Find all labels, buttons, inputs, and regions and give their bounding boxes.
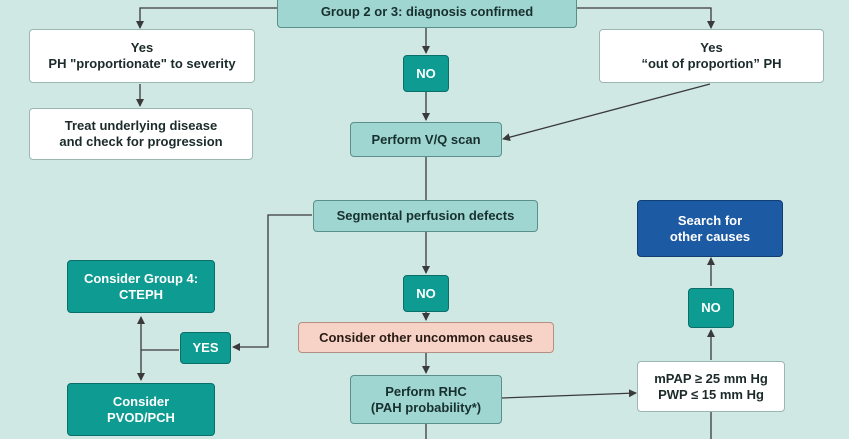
search-other-causes-line1: Search for	[677, 212, 743, 228]
yes-out-of-proportion-box: Yes “out of proportion” PH	[599, 29, 824, 83]
pwp-criterion-text: PWP ≤ 15 mm Hg	[658, 386, 764, 402]
consider-group4-line1: Consider Group 4:	[83, 270, 199, 286]
yes-badge-text: YES	[192, 340, 219, 356]
perform-rhc-box: Perform RHC (PAH probability*)	[350, 375, 502, 424]
perform-vq-scan-box: Perform V/Q scan	[350, 122, 502, 157]
treat-underlying-disease-line1: Treat underlying disease	[64, 118, 218, 134]
no-badge-diagnosis: NO	[403, 55, 449, 92]
perform-rhc-line1: Perform RHC	[385, 383, 467, 399]
consider-uncommon-causes-text: Consider other uncommon causes	[319, 329, 533, 345]
no-badge-segmental: NO	[403, 275, 449, 312]
no-badge-mpap-text: NO	[701, 300, 721, 316]
search-other-causes-box: Search for other causes	[637, 200, 783, 257]
yes-proportionate-box: Yes PH "proportionate" to severity	[29, 29, 255, 83]
consider-pvod-line2: PVOD/PCH	[107, 409, 175, 425]
consider-group4-cteph-box: Consider Group 4: CTEPH	[67, 260, 215, 313]
perform-vq-scan-text: Perform V/Q scan	[371, 131, 481, 147]
yes-out-of-proportion-label: Yes	[700, 40, 723, 56]
consider-uncommon-causes-box: Consider other uncommon causes	[298, 322, 554, 353]
segmental-perfusion-defects-text: Segmental perfusion defects	[336, 208, 515, 224]
search-other-causes-line2: other causes	[669, 228, 751, 244]
arrow-diagnosis-to-out-of-proportion	[577, 7, 715, 29]
yes-proportionate-text: PH "proportionate" to severity	[48, 56, 236, 71]
consider-group4-line2: CTEPH	[118, 286, 164, 302]
arrow-out-of-proportion-to-vq	[502, 83, 711, 142]
arrow-segmental-to-yes	[232, 214, 312, 351]
consider-pvod-pch-box: Consider PVOD/PCH	[67, 383, 215, 436]
arrow-diagnosis-to-proportionate	[136, 7, 277, 29]
mpap-pwp-criteria-box: mPAP ≥ 25 mm Hg PWP ≤ 15 mm Hg	[637, 361, 785, 412]
treat-underlying-disease-line2: and check for progression	[59, 134, 223, 149]
treat-underlying-disease-box: Treat underlying disease and check for p…	[29, 108, 253, 160]
yes-out-of-proportion-text: “out of proportion” PH	[641, 56, 782, 71]
no-badge-diagnosis-text: NO	[416, 65, 436, 81]
no-badge-mpap: NO	[688, 288, 734, 328]
arrow-rhc-to-mpap	[501, 389, 637, 399]
consider-pvod-line1: Consider	[112, 393, 170, 409]
yes-proportionate-label: Yes	[130, 40, 154, 56]
yes-badge: YES	[180, 332, 231, 364]
diagnosis-confirmed-text: Group 2 or 3: diagnosis confirmed	[320, 4, 534, 20]
segmental-perfusion-defects-box: Segmental perfusion defects	[313, 200, 538, 232]
no-badge-segmental-text: NO	[416, 285, 436, 301]
perform-rhc-line2: (PAH probability*)	[370, 399, 482, 415]
mpap-criterion-text: mPAP ≥ 25 mm Hg	[654, 370, 768, 386]
diagnosis-confirmed-box: Group 2 or 3: diagnosis confirmed	[277, 0, 577, 28]
